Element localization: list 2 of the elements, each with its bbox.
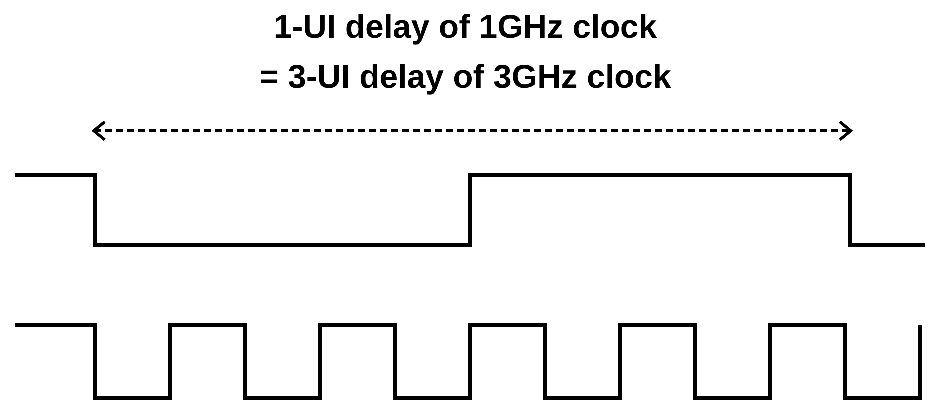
annotation-text: 1-UI delay of 1GHz clock — [274, 8, 658, 46]
annotation-text: = 3-UI delay of 3GHz clock — [260, 58, 672, 96]
